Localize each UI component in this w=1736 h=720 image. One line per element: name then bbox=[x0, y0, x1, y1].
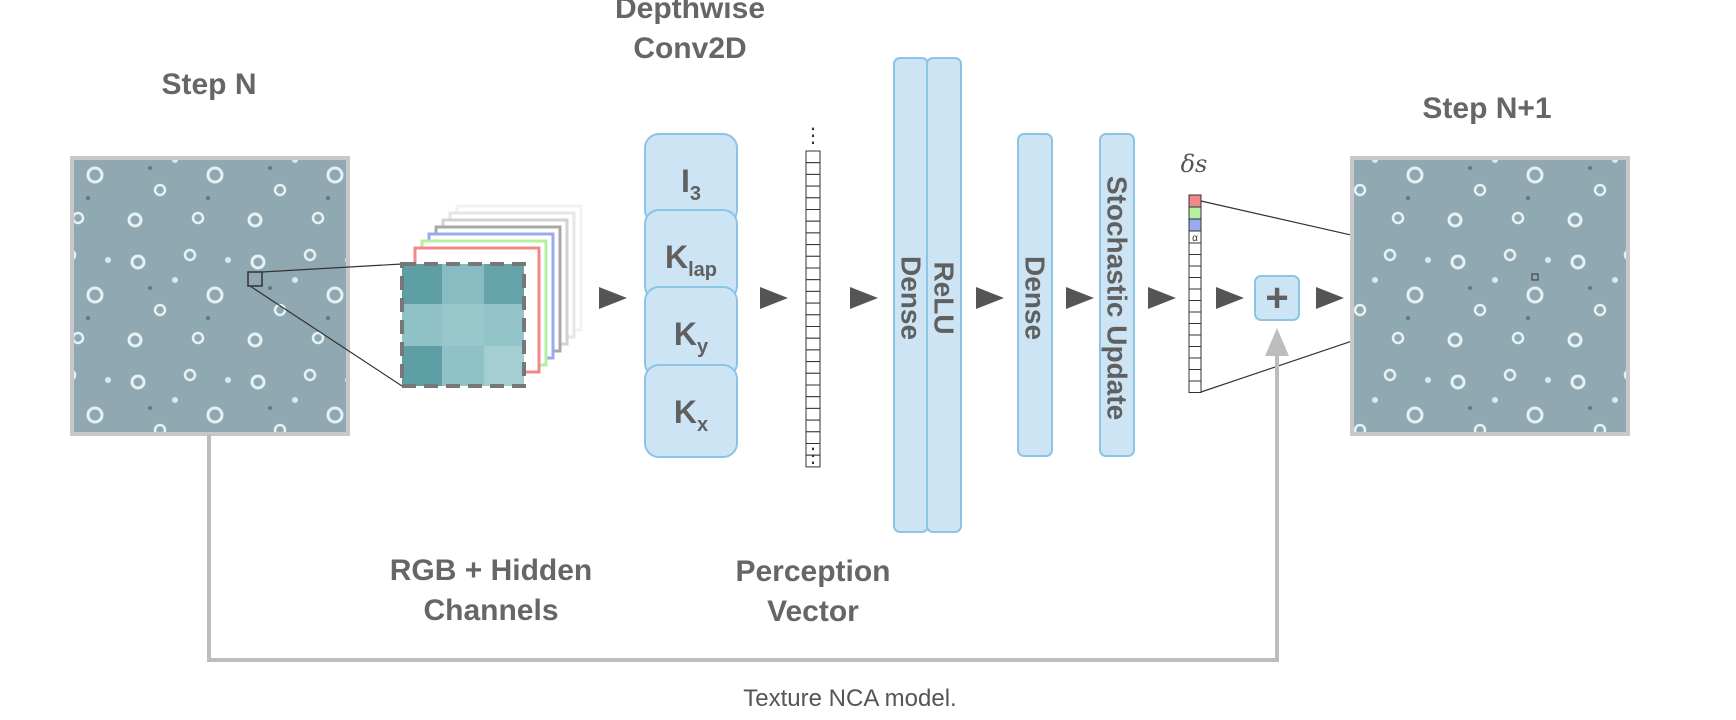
kernel-base: I bbox=[681, 163, 690, 199]
vector-cell bbox=[1188, 334, 1202, 347]
vector-cell bbox=[805, 419, 821, 433]
vector-cell bbox=[1188, 288, 1202, 301]
vector-cell bbox=[805, 255, 821, 269]
vector-cell bbox=[805, 361, 821, 374]
vector-cell bbox=[1188, 346, 1202, 359]
kernel-sub: y bbox=[697, 336, 709, 358]
dense-label: Dense bbox=[896, 256, 927, 340]
perception-vector-label-line1: Perception bbox=[735, 555, 890, 588]
figure-caption: Texture NCA model. bbox=[743, 685, 956, 712]
svg-text:⋮: ⋮ bbox=[803, 445, 823, 467]
kernel-base: K bbox=[665, 239, 688, 275]
dense-layer-1: Dense bbox=[893, 57, 929, 533]
kernel-ky: Ky bbox=[644, 286, 738, 378]
stochastic-label: Stochastic Update bbox=[1102, 176, 1133, 420]
arrow-icon bbox=[760, 287, 788, 309]
arrow-icon bbox=[1316, 287, 1344, 309]
dense-label: Dense bbox=[1020, 256, 1051, 340]
depthwise-label-line1: Depthwise bbox=[615, 0, 765, 25]
arrow-icon bbox=[1148, 287, 1176, 309]
residual-arrowhead-icon bbox=[1265, 328, 1289, 356]
rgb-hidden-label-line1: RGB + Hidden bbox=[390, 554, 593, 587]
vector-cell bbox=[805, 337, 821, 351]
vector-cell bbox=[805, 372, 821, 386]
vector-cell bbox=[805, 302, 821, 316]
vector-cell bbox=[805, 220, 821, 234]
zoom-line-top bbox=[261, 263, 403, 273]
updated-cell-marker bbox=[1531, 273, 1539, 281]
neighbourhood-grid bbox=[400, 262, 526, 388]
step-n1-texture-image bbox=[1350, 156, 1630, 436]
vector-cell bbox=[1188, 380, 1202, 393]
step-n1-label: Step N+1 bbox=[1422, 92, 1551, 125]
vector-cell bbox=[805, 326, 821, 339]
vector-cell bbox=[1188, 369, 1202, 382]
vector-cell bbox=[1188, 277, 1202, 290]
vector-cell bbox=[805, 290, 821, 304]
delta-s-label: δs bbox=[1181, 150, 1208, 178]
svg-text:I3: I3 bbox=[681, 163, 701, 205]
vector-cell bbox=[1188, 254, 1202, 267]
vector-cell bbox=[805, 349, 821, 363]
arrow-icon bbox=[976, 287, 1004, 309]
kernel-base: K bbox=[674, 394, 697, 430]
kernel-sub: x bbox=[697, 414, 708, 436]
arrow-icon bbox=[1216, 287, 1244, 309]
vector-cell bbox=[805, 407, 821, 421]
zoom-line-bottom bbox=[249, 285, 403, 387]
vector-cell bbox=[805, 173, 821, 187]
plus-icon: + bbox=[1265, 276, 1288, 320]
relu-label: ReLU bbox=[929, 261, 960, 334]
kernel-base: K bbox=[674, 316, 697, 352]
vector-cell bbox=[805, 209, 821, 222]
vector-cell bbox=[805, 314, 821, 327]
depthwise-label-line2: Conv2D bbox=[633, 32, 746, 65]
stochastic-update-layer: Stochastic Update bbox=[1099, 133, 1135, 457]
vector-cell bbox=[805, 279, 821, 292]
vector-cell bbox=[805, 197, 821, 211]
kernel-sub: 3 bbox=[690, 183, 701, 205]
vector-cell bbox=[805, 232, 821, 246]
svg-text:Kx: Kx bbox=[674, 394, 708, 436]
vector-cell bbox=[805, 454, 821, 468]
vector-cell bbox=[805, 431, 821, 444]
arrow-icon bbox=[599, 287, 627, 309]
svg-text:Ky: Ky bbox=[674, 316, 709, 358]
svg-text:Klap: Klap bbox=[665, 239, 717, 281]
kernel-kx: Kx bbox=[644, 364, 738, 458]
step-n-texture-image bbox=[70, 156, 350, 436]
arrow-icon bbox=[850, 287, 878, 309]
vector-cell bbox=[805, 244, 821, 257]
perception-vector: ⋮ ⋮ bbox=[803, 125, 823, 468]
delta-s-vector: α bbox=[1188, 194, 1202, 393]
vector-cell bbox=[805, 396, 821, 409]
vector-cell bbox=[805, 162, 821, 175]
vector-cell bbox=[1188, 323, 1202, 336]
vector-cell bbox=[805, 150, 821, 164]
vector-cell bbox=[1188, 300, 1202, 313]
step-n-label: Step N bbox=[161, 68, 256, 101]
vector-cell bbox=[1188, 242, 1202, 255]
perception-vector-label-line2: Vector bbox=[767, 595, 859, 628]
residual-connection bbox=[207, 350, 1279, 662]
vector-cell bbox=[805, 185, 821, 199]
svg-text:⋮: ⋮ bbox=[803, 125, 823, 147]
plus-node: + bbox=[1254, 275, 1300, 321]
vector-cell bbox=[1188, 311, 1202, 324]
vector-cell bbox=[1188, 265, 1202, 278]
dense-layer-2: Dense bbox=[1017, 133, 1053, 457]
relu-layer: ReLU bbox=[926, 57, 962, 533]
alpha-label: α bbox=[1192, 233, 1198, 244]
vector-cell bbox=[805, 384, 821, 398]
vector-cell bbox=[1188, 357, 1202, 370]
vector-cell bbox=[805, 267, 821, 281]
arrow-icon bbox=[1066, 287, 1094, 309]
rgb-hidden-label-line2: Channels bbox=[423, 594, 558, 627]
selected-cell-marker bbox=[247, 271, 263, 287]
kernel-sub: lap bbox=[688, 259, 717, 281]
